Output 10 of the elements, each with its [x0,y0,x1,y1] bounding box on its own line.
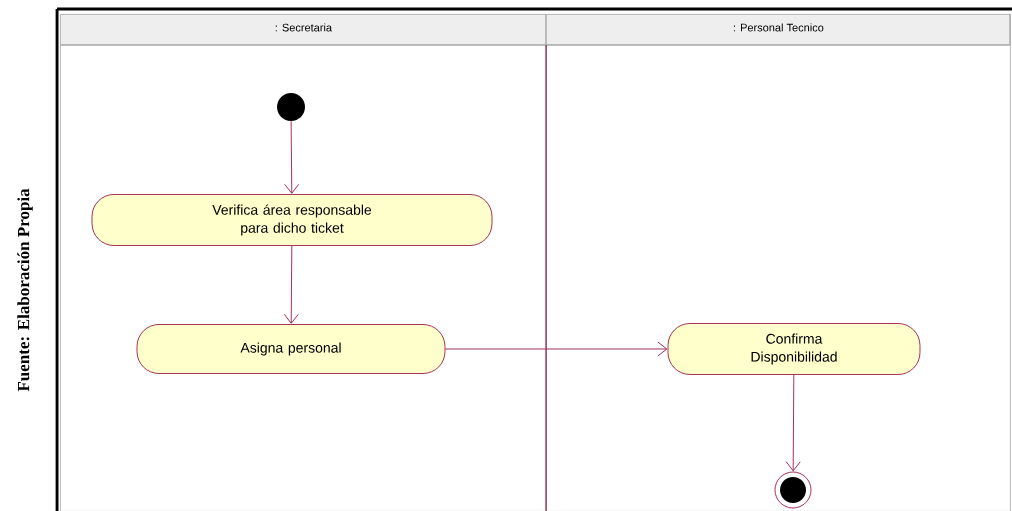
action-box: Verifica área responsable para dicho ticket [91,194,493,246]
arrow [445,341,668,357]
arrow [785,374,801,472]
arrow [284,120,300,194]
arrow [283,245,299,324]
end-node [774,471,812,509]
action-box: Asigna personal [136,324,446,374]
start-node [277,93,305,121]
source-note: Fuente: Elaboración Propia [17,188,33,392]
action-box: Confirma Disponibilidad [667,323,921,375]
